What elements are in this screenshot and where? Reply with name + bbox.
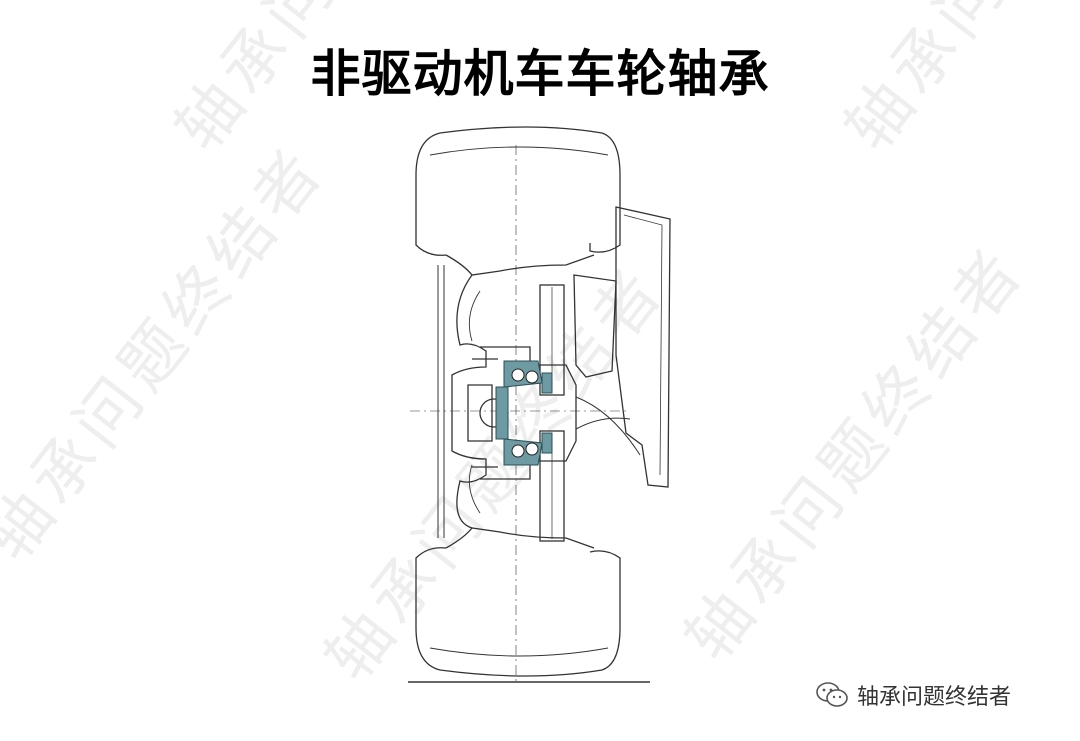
hub-cap: [467, 384, 493, 442]
watermark-text: 轴承问题终结者: [0, 132, 341, 575]
brake-disc-lower: [539, 430, 565, 542]
suspension-strut: [615, 206, 671, 488]
tire-lower: [415, 547, 621, 677]
rim-upper: [445, 254, 595, 276]
wheel-disc: [451, 274, 487, 529]
rim-lower: [445, 527, 595, 549]
page-title: 非驱动机车车轮轴承: [310, 45, 770, 103]
footer-brand: 轴承问题终结者: [815, 680, 1011, 710]
bearing-rolling-elements: [511, 368, 539, 458]
wheel-hub: [480, 346, 577, 480]
footer-text: 轴承问题终结者: [857, 685, 1012, 710]
wheel-bearing-cross-section: [408, 126, 671, 685]
wechat-icon: [816, 682, 848, 707]
watermark-text: 轴承问题终结者: [671, 232, 1041, 675]
tire-upper: [415, 126, 621, 256]
brake-caliper: [573, 274, 617, 378]
brake-disc-upper: [539, 284, 565, 396]
